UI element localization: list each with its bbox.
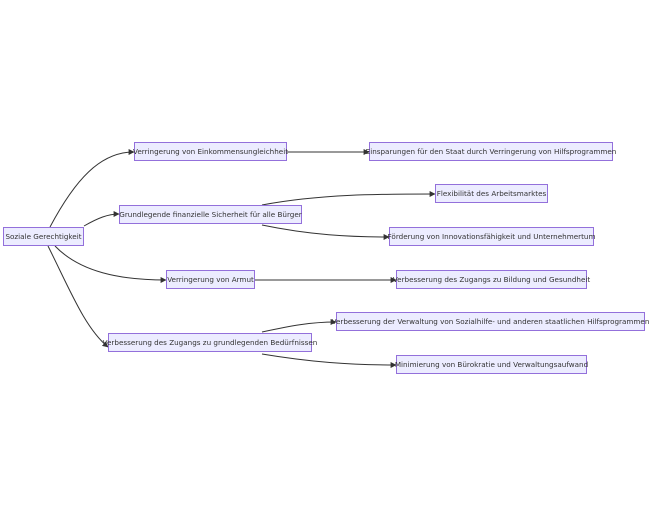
node-minimierung-buerokratie: Minimierung von Bürokratie und Verwaltun… <box>395 355 588 374</box>
node-einsparungen-staat: Einsparungen für den Staat durch Verring… <box>366 142 616 161</box>
edge-root-to-d <box>47 245 109 348</box>
node-verringerung-armut: Verringerung von Armut <box>166 270 255 289</box>
edge-b-to-b2 <box>261 224 390 240</box>
node-soziale-gerechtigkeit: Soziale Gerechtigkeit <box>3 227 84 246</box>
edge-b-to-b1 <box>261 191 436 206</box>
node-flexibilitaet-arbeitsmarkt: Flexibilität des Arbeitsmarktes <box>435 184 548 203</box>
edge-d-to-d2 <box>261 353 397 368</box>
node-verbesserung-zugang-grundbeduerfnisse: Verbesserung des Zugangs zu grundlegende… <box>103 333 317 352</box>
node-foerderung-innovationsfaehigkeit: Förderung von Innovationsfähigkeit und U… <box>388 227 595 246</box>
edge-root-to-c <box>54 245 167 283</box>
edge-root-to-a <box>49 149 135 228</box>
node-verwaltung-sozialhilfe: Verbesserung der Verwaltung von Sozialhi… <box>332 312 649 331</box>
node-zugang-bildung-gesundheit: Verbesserung des Zugangs zu Bildung und … <box>393 270 590 289</box>
node-grundlegende-finanzielle-sicherheit: Grundlegende finanzielle Sicherheit für … <box>119 205 302 224</box>
edge-d-to-d1 <box>261 319 337 333</box>
edge-root-to-b <box>83 211 120 227</box>
edges-layer <box>47 149 436 368</box>
node-verringerung-einkommensungleichheit: Verringerung von Einkommensungleichheit <box>133 142 288 161</box>
